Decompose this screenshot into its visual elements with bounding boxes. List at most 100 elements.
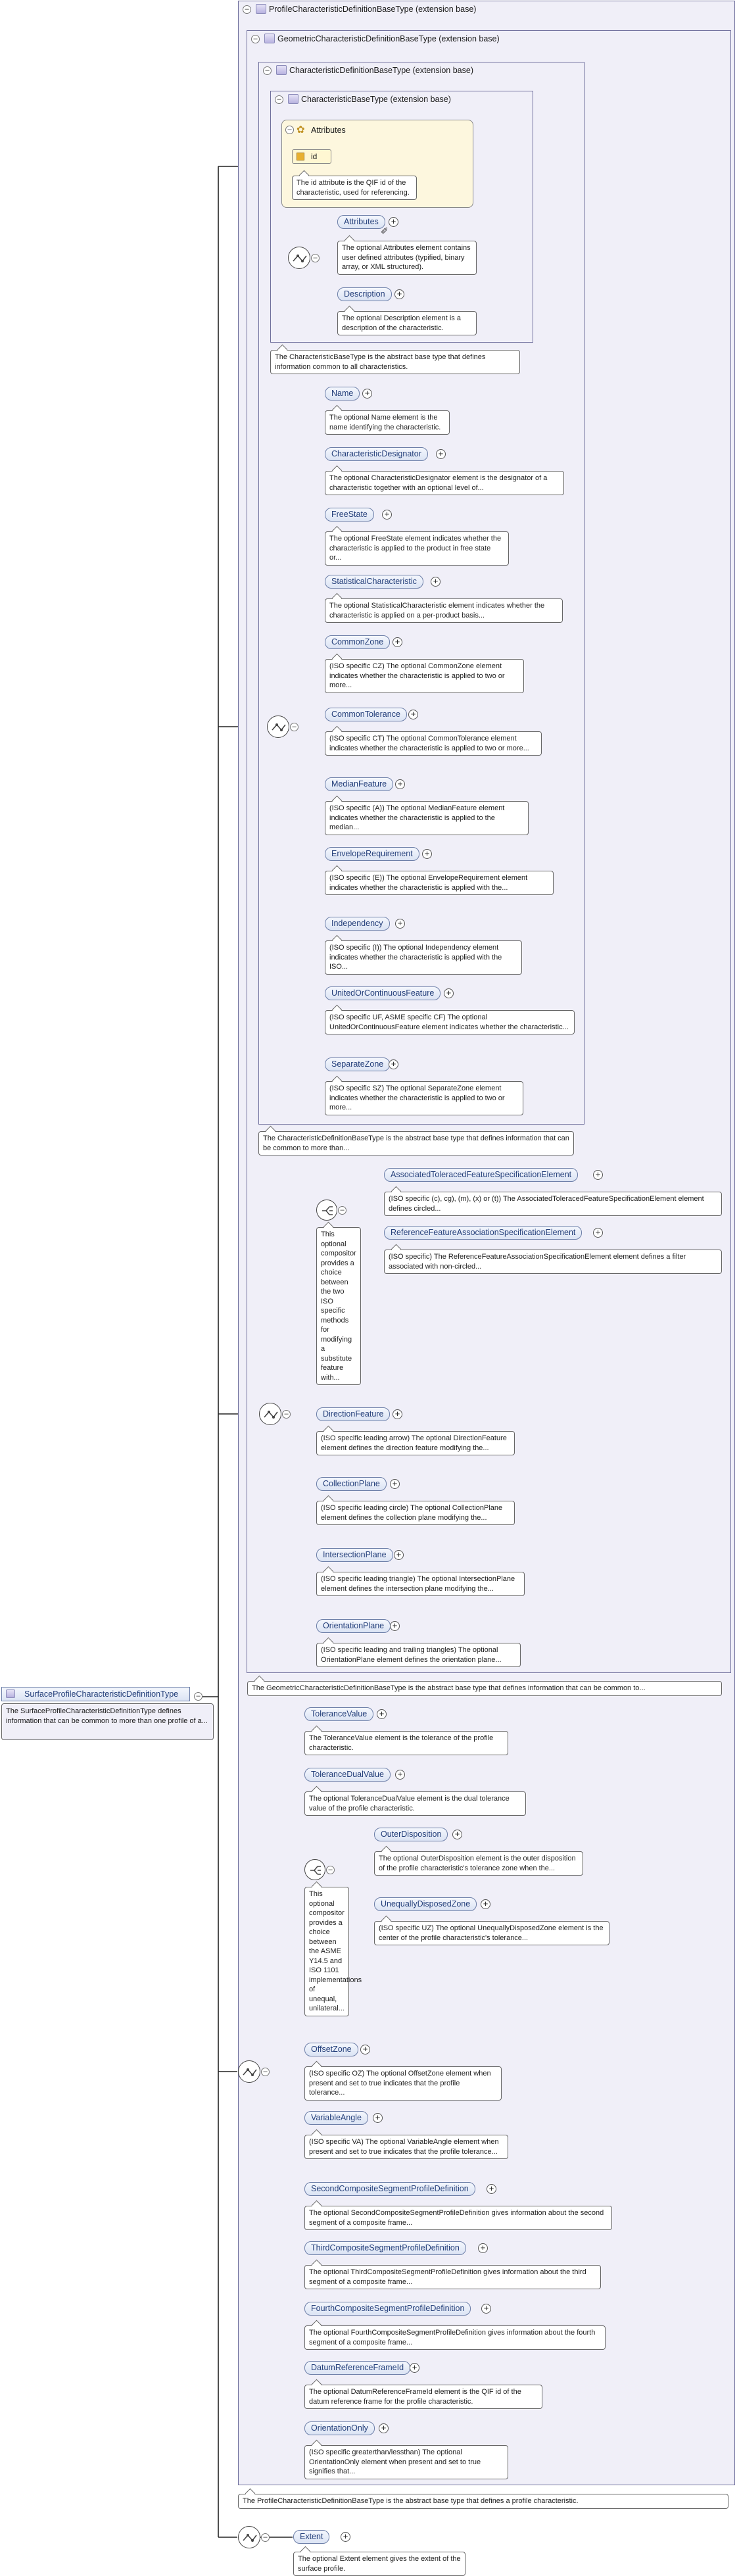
root-element-box[interactable]: SurfaceProfileCharacteristicDefinitionTy… bbox=[1, 1687, 190, 1701]
element-directionfeature[interactable]: DirectionFeature bbox=[316, 1407, 391, 1421]
element-offsetzone[interactable]: OffsetZone bbox=[304, 2043, 358, 2056]
expand-secondcompositesegment[interactable]: + bbox=[487, 2184, 496, 2194]
geometric-extension-footer: The GeometricCharacteristicDefinitionBas… bbox=[247, 1681, 722, 1696]
characteristic-definition-extension-header[interactable]: – CharacteristicDefinitionBaseType (exte… bbox=[259, 62, 584, 80]
element-enveloperequirement[interactable]: EnvelopeRequirement bbox=[325, 847, 419, 861]
element-referencefeatureassociationspecificationelement[interactable]: ReferenceFeatureAssociationSpecification… bbox=[384, 1226, 583, 1240]
expand-separatezone[interactable]: + bbox=[389, 1059, 398, 1069]
sequence-compositor-base[interactable] bbox=[288, 247, 310, 269]
element-tolerancevalue[interactable]: ToleranceValue bbox=[304, 1707, 374, 1721]
element-freestate[interactable]: FreeState bbox=[325, 508, 374, 522]
expand-referencefeatureassociation[interactable]: + bbox=[593, 1228, 603, 1238]
expand-variableangle[interactable]: + bbox=[373, 2113, 383, 2123]
choice-toggle[interactable]: – bbox=[338, 1206, 346, 1215]
separatezone-desc: (ISO specific SZ) The optional SeparateZ… bbox=[325, 1081, 523, 1115]
element-commontolerance[interactable]: CommonTolerance bbox=[325, 708, 407, 721]
expand-offsetzone[interactable]: + bbox=[360, 2045, 370, 2054]
expand-tolerancedualvalue[interactable]: + bbox=[395, 1770, 405, 1780]
element-medianfeature[interactable]: MedianFeature bbox=[325, 777, 394, 791]
expand-outerdisposition[interactable]: + bbox=[452, 1830, 462, 1839]
attribute-desc: The id attribute is the QIF id of the ch… bbox=[292, 176, 417, 200]
element-orientationonly[interactable]: OrientationOnly bbox=[304, 2421, 375, 2435]
expand-orientationplane[interactable]: + bbox=[390, 1621, 400, 1631]
attributes-icon: ✿ bbox=[297, 124, 305, 135]
characteristic-base-extension-header[interactable]: – CharacteristicBaseType (extension base… bbox=[271, 91, 533, 109]
expand-description[interactable]: + bbox=[394, 289, 404, 299]
element-description[interactable]: Description bbox=[337, 287, 392, 301]
attribute-id[interactable]: id bbox=[292, 149, 331, 164]
expand-orientationonly[interactable]: + bbox=[379, 2423, 389, 2433]
element-independency[interactable]: Independency bbox=[325, 917, 390, 931]
sequence-compositor-surface[interactable] bbox=[238, 2526, 260, 2548]
expand-name[interactable]: + bbox=[362, 389, 372, 399]
freestate-desc: The optional FreeState element indicates… bbox=[325, 531, 509, 566]
expand-directionfeature[interactable]: + bbox=[393, 1409, 402, 1419]
unequallydisposedzone-desc: (ISO specific UZ) The optional Unequally… bbox=[374, 1921, 609, 1945]
element-unequallydisposedzone[interactable]: UnequallyDisposedZone bbox=[374, 1897, 477, 1911]
element-collectionplane[interactable]: CollectionPlane bbox=[316, 1477, 387, 1491]
collapse-toggle[interactable]: – bbox=[243, 5, 251, 14]
independency-desc: (ISO specific (I)) The optional Independ… bbox=[325, 940, 522, 975]
root-toggle[interactable]: – bbox=[194, 1692, 203, 1701]
sequence-toggle[interactable]: – bbox=[290, 723, 298, 731]
collapse-toggle[interactable]: – bbox=[285, 126, 294, 134]
sequence-compositor-geometric[interactable] bbox=[259, 1403, 281, 1425]
complex-type-icon bbox=[276, 65, 287, 75]
element-outerdisposition[interactable]: OuterDisposition bbox=[374, 1828, 448, 1841]
element-variableangle[interactable]: VariableAngle bbox=[304, 2111, 368, 2125]
element-orientationplane[interactable]: OrientationPlane bbox=[316, 1619, 391, 1633]
expand-collectionplane[interactable]: + bbox=[390, 1479, 400, 1489]
geometric-extension-title: GeometricCharacteristicDefinitionBaseTyp… bbox=[277, 34, 500, 43]
choice-compositor-geometric[interactable] bbox=[316, 1200, 337, 1221]
element-associatedtoleracedfeaturespecificationelement[interactable]: AssociatedToleracedFeatureSpecificationE… bbox=[384, 1168, 579, 1182]
element-separatezone[interactable]: SeparateZone bbox=[325, 1057, 391, 1071]
offsetzone-desc: (ISO specific OZ) The optional OffsetZon… bbox=[304, 2066, 502, 2101]
element-unitedorcontinuousfeature[interactable]: UnitedOrContinuousFeature bbox=[325, 986, 441, 1000]
secondcompositesegment-desc: The optional SecondCompositeSegmentProfi… bbox=[304, 2206, 612, 2230]
expand-associatedtoleracedfeature[interactable]: + bbox=[593, 1170, 603, 1180]
element-attributes[interactable]: Attributes bbox=[337, 215, 385, 229]
choice-compositor-profile[interactable] bbox=[304, 1859, 325, 1880]
expand-enveloperequirement[interactable]: + bbox=[422, 849, 432, 859]
collapse-toggle[interactable]: – bbox=[251, 35, 260, 43]
expand-commonzone[interactable]: + bbox=[393, 637, 402, 647]
expand-commontolerance[interactable]: + bbox=[408, 710, 418, 719]
expand-datumreferenceframeid[interactable]: + bbox=[410, 2363, 419, 2373]
expand-independency[interactable]: + bbox=[395, 919, 405, 929]
expand-extent[interactable]: + bbox=[341, 2532, 350, 2542]
element-intersectionplane[interactable]: IntersectionPlane bbox=[316, 1548, 393, 1562]
sequence-compositor-profile[interactable] bbox=[238, 2060, 260, 2083]
element-statisticalcharacteristic[interactable]: StatisticalCharacteristic bbox=[325, 575, 423, 589]
collapse-toggle[interactable]: – bbox=[263, 66, 272, 75]
expand-freestate[interactable]: + bbox=[382, 510, 392, 520]
sequence-toggle[interactable]: – bbox=[261, 2533, 270, 2542]
element-fourthcompositesegmentprofiledefinition[interactable]: FourthCompositeSegmentProfileDefinition bbox=[304, 2302, 471, 2316]
expand-thirdcompositesegment[interactable]: + bbox=[478, 2243, 488, 2253]
element-characteristicdesignator[interactable]: CharacteristicDesignator bbox=[325, 447, 428, 461]
name-desc: The optional Name element is the name id… bbox=[325, 410, 450, 435]
expand-fourthcompositesegment[interactable]: + bbox=[481, 2304, 491, 2314]
expand-intersectionplane[interactable]: + bbox=[394, 1550, 404, 1560]
expand-unitedorcontinuousfeature[interactable]: + bbox=[444, 988, 454, 998]
element-name[interactable]: Name bbox=[325, 387, 360, 401]
sequence-toggle[interactable]: – bbox=[311, 254, 320, 262]
expand-medianfeature[interactable]: + bbox=[395, 779, 405, 789]
sequence-toggle[interactable]: – bbox=[261, 2068, 270, 2076]
element-thirdcompositesegmentprofiledefinition[interactable]: ThirdCompositeSegmentProfileDefinition bbox=[304, 2241, 466, 2255]
expand-attributes[interactable]: + bbox=[389, 217, 398, 227]
element-datumreferenceframeid[interactable]: DatumReferenceFrameId bbox=[304, 2361, 411, 2375]
element-secondcompositesegmentprofiledefinition[interactable]: SecondCompositeSegmentProfileDefinition bbox=[304, 2182, 475, 2196]
element-commonzone[interactable]: CommonZone bbox=[325, 635, 391, 649]
expand-unequallydisposedzone[interactable]: + bbox=[481, 1899, 490, 1909]
sequence-compositor-definition[interactable] bbox=[267, 716, 289, 738]
expand-characteristicdesignator[interactable]: + bbox=[436, 449, 446, 459]
element-toleranceduavalue[interactable]: ToleranceDualValue bbox=[304, 1768, 391, 1782]
choice-toggle[interactable]: – bbox=[326, 1866, 335, 1874]
expand-tolerancevalue[interactable]: + bbox=[377, 1709, 387, 1719]
collapse-toggle[interactable]: – bbox=[275, 95, 283, 104]
expand-statisticalcharacteristic[interactable]: + bbox=[431, 577, 441, 587]
sequence-toggle[interactable]: – bbox=[282, 1410, 291, 1419]
profile-extension-header[interactable]: – ProfileCharacteristicDefinitionBaseTyp… bbox=[239, 1, 734, 18]
element-extent[interactable]: Extent bbox=[293, 2530, 330, 2544]
geometric-extension-header[interactable]: – GeometricCharacteristicDefinitionBaseT… bbox=[247, 31, 730, 48]
